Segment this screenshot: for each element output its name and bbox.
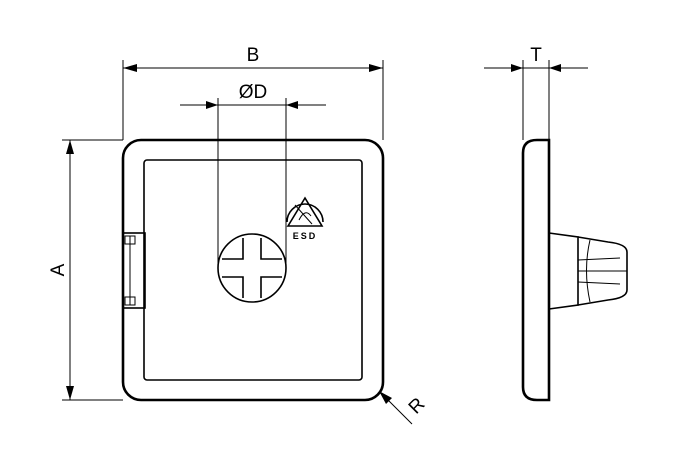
dimension-radius: R [379, 391, 430, 425]
side-clip [122, 232, 146, 309]
side-view [521, 138, 628, 402]
outer-frame [121, 138, 385, 402]
esd-label: ESD [293, 231, 318, 241]
thickness-label: T [530, 45, 542, 66]
esd-symbol: ESD [286, 196, 324, 241]
height-label: A [48, 263, 69, 276]
front-view: ESD [121, 138, 385, 402]
inner-face [143, 159, 363, 381]
peg-side [548, 232, 628, 310]
dimension-t: T [484, 45, 588, 140]
diameter-label: ØD [239, 82, 268, 103]
cross-peg [217, 233, 287, 303]
dimension-b: B [122, 45, 384, 140]
dimension-diameter: ØD [180, 82, 326, 268]
dimension-a: A [48, 139, 123, 401]
radius-label: R [405, 394, 430, 419]
width-label: B [247, 45, 260, 66]
